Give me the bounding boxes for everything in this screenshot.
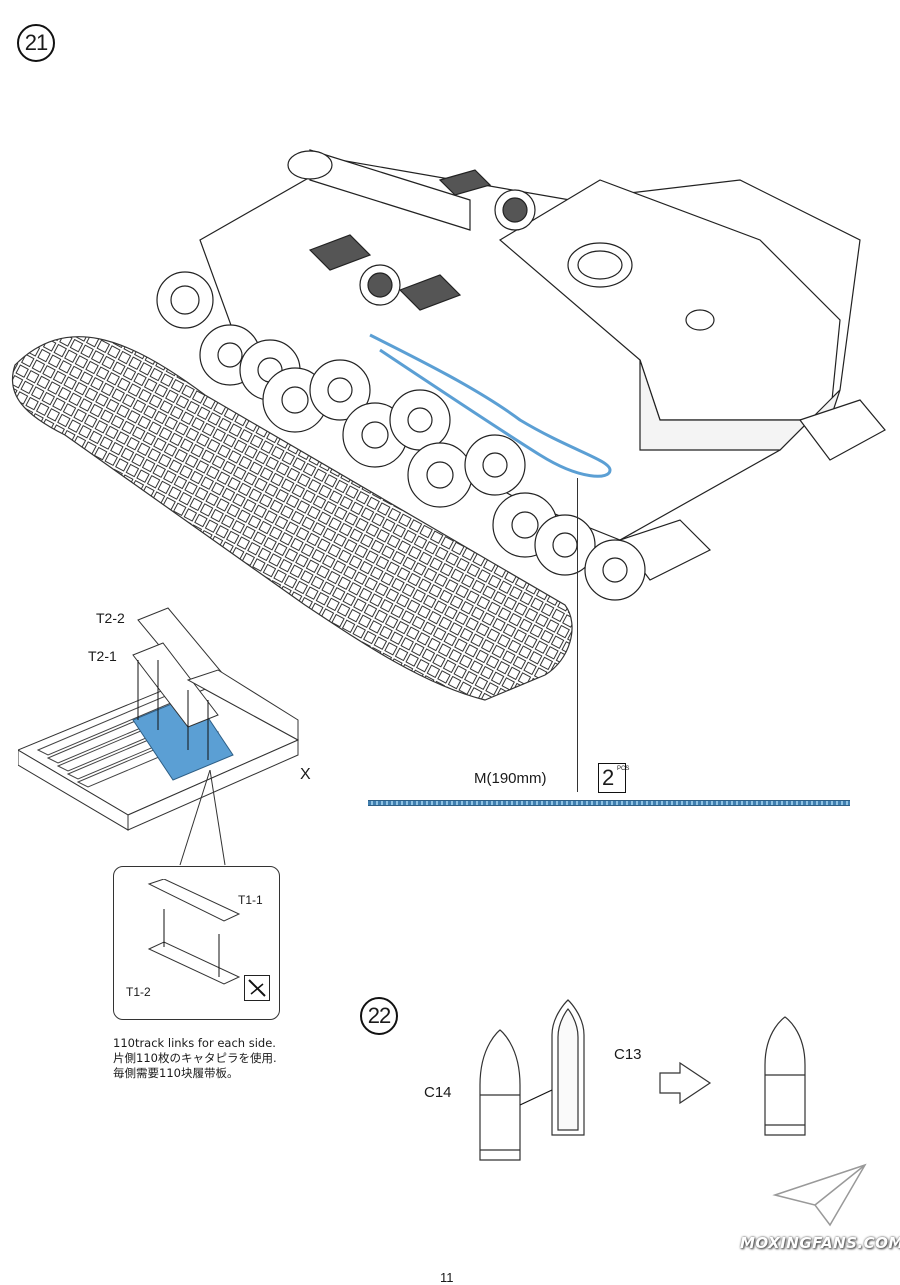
wire-label: M(190mm) [474, 770, 547, 787]
wire-quantity-box: 2 PCS [598, 763, 630, 793]
wire-part-m [368, 800, 850, 806]
watermark-text: MOXINGFANS.COM [740, 1234, 900, 1252]
track-link-inset: T1-1 T1-2 [113, 866, 280, 1020]
nipper-cut-icon [244, 975, 270, 1001]
track-link-notes: 110track links for each side. 片側110枚のキャタ… [113, 1036, 277, 1081]
cut-glyph-icon [248, 979, 266, 997]
step-number-22: 22 [360, 997, 398, 1035]
part-label-c13: C13 [614, 1046, 642, 1063]
paper-plane-logo-icon [772, 1163, 867, 1227]
track-link-detail [147, 879, 241, 985]
note-english: 110track links for each side. [113, 1036, 276, 1050]
vehicle-hull-illustration [156, 149, 886, 601]
part-label-t1-2: T1-2 [126, 985, 151, 999]
part-label-t1-1: T1-1 [238, 893, 263, 907]
wire-quantity: 2 [602, 765, 615, 790]
note-chinese: 毎側需要110块履带板。 [113, 1066, 239, 1080]
track-jig-illustration [18, 607, 300, 831]
shell-assembly-illustration [479, 999, 806, 1161]
part-label-t2-2: T2-2 [96, 610, 125, 626]
part-label-t2-1: T2-1 [88, 648, 117, 664]
step-number-21: 21 [17, 24, 55, 62]
part-label-x: X [300, 766, 311, 783]
page-number: 11 [440, 1270, 454, 1285]
part-label-c14: C14 [424, 1084, 452, 1101]
inset-leader-line [179, 770, 226, 866]
note-japanese: 片側110枚のキャタピラを使用. [113, 1051, 277, 1065]
wire-quantity-unit: PCS [617, 766, 630, 772]
track-run-illustration [11, 336, 573, 701]
wire-leader-line [577, 478, 578, 792]
